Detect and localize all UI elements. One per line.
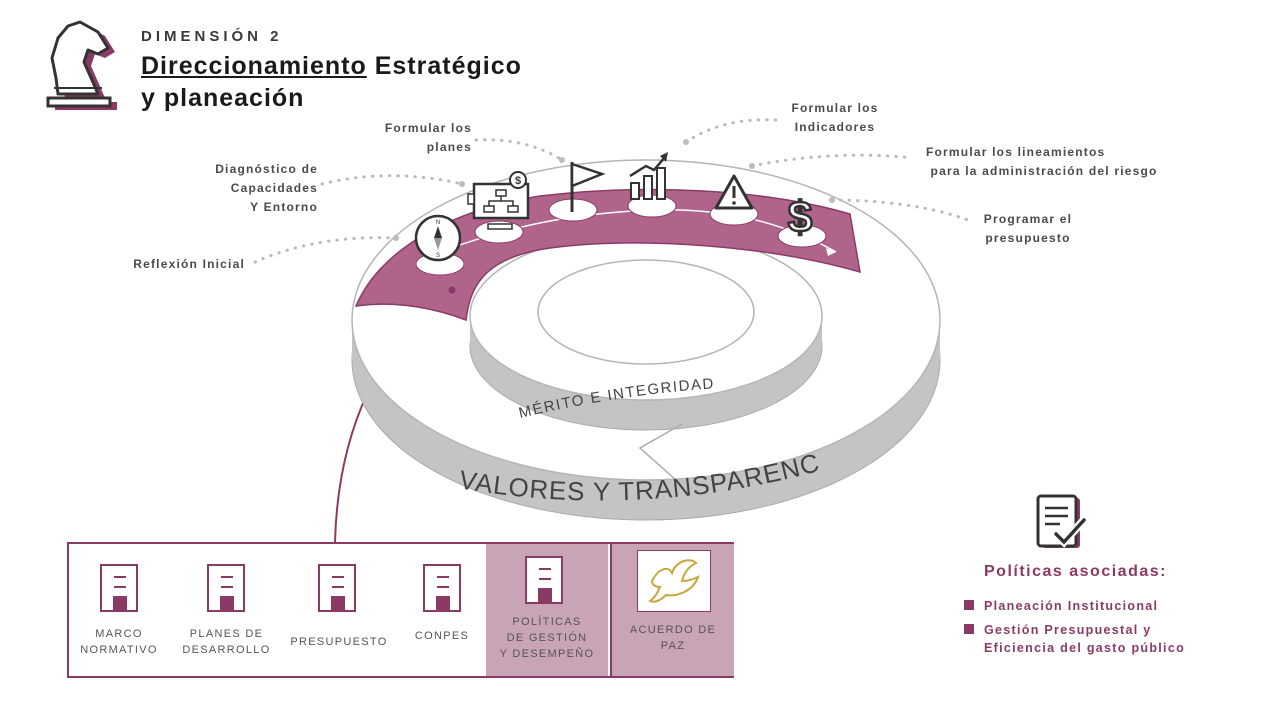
page-title: Direccionamiento Estratégico y planeació… — [141, 50, 522, 114]
document-icon — [100, 564, 138, 612]
doc-conpes[interactable]: CONPES — [399, 544, 485, 676]
step-reflexion-label: Reflexión Inicial — [133, 257, 245, 271]
compass-icon: N S — [414, 214, 462, 262]
org-chart-board-icon: $ — [467, 171, 530, 230]
svg-text:N: N — [436, 220, 440, 226]
document-icon — [423, 564, 461, 612]
bar-chart-growth-icon — [629, 152, 668, 200]
flag-icon — [570, 162, 606, 212]
doc-label: CONPES — [414, 630, 470, 642]
knight-chess-icon — [40, 18, 122, 123]
dimension-label: DIMENSIÓN 2 — [141, 28, 283, 45]
checklist-icon — [1034, 494, 1090, 559]
bullet — [964, 624, 974, 634]
center-ellipse — [537, 259, 755, 365]
dove-icon — [637, 550, 711, 612]
doc-label: PRESUPUESTO — [290, 636, 388, 648]
step-lineamientos-label: Formular los lineamientos para la admini… — [926, 145, 1158, 178]
document-icon — [525, 556, 563, 604]
bullet — [964, 600, 974, 610]
title-rest: Estratégico — [366, 52, 522, 80]
title-underlined: Direccionamiento — [141, 52, 367, 80]
title-line2: y planeación — [141, 84, 305, 112]
svg-text:$: $ — [515, 175, 521, 187]
policy-item: Planeación Institucional — [964, 597, 1158, 615]
document-icon — [318, 564, 356, 612]
svg-text:S: S — [436, 253, 440, 259]
doc-presupuesto[interactable]: PRESUPUESTO — [284, 544, 394, 676]
document-icon — [207, 564, 245, 612]
dollar-icon: $ — [788, 193, 812, 242]
warning-icon — [714, 174, 754, 210]
policies-title: Políticas asociadas: — [984, 563, 1167, 580]
